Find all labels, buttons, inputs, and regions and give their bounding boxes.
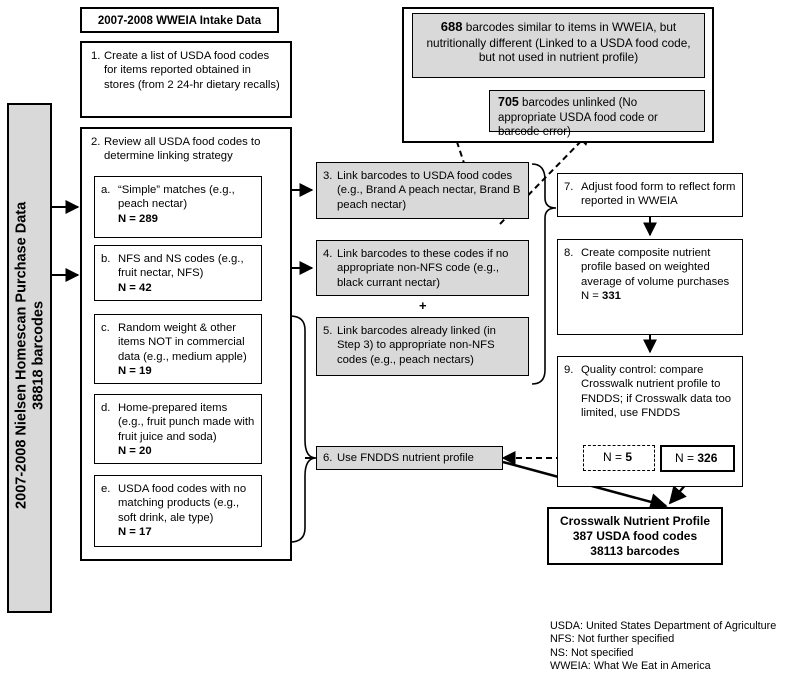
step2-number: 2. (91, 136, 101, 148)
step3-number: 3. (323, 170, 333, 182)
step3-text: Link barcodes to USDA food codes (e.g., … (337, 170, 521, 211)
step8-text: Create composite nutrient profile based … (581, 247, 730, 288)
step3-box: 3. Link barcodes to USDA food codes (e.g.… (316, 162, 529, 219)
step4-text: Link barcodes to these codes if no appro… (337, 248, 509, 289)
item-d-count: N = 20 (118, 445, 152, 458)
step5-text: Link barcodes already linked (in Step 3)… (337, 325, 496, 366)
purchase-data-title: 2007-2008 Nielsen Homescan Purchase Data (13, 201, 30, 509)
item-d-letter: d. (101, 402, 111, 414)
intake-header: 2007-2008 WWEIA Intake Data (80, 7, 279, 33)
item-b-letter: b. (101, 253, 111, 265)
n326-label: N = (675, 451, 698, 465)
step7-box: 7. Adjust food form to reflect form repor… (557, 173, 743, 217)
item-b-count: N = 42 (118, 281, 152, 294)
unlinked-barcodes-box: 705 barcodes unlinked (No appropriate US… (489, 90, 705, 138)
crosswalk-result-box: Crosswalk Nutrient Profile 387 USDA food… (547, 507, 723, 565)
step1-box: 1. Create a list of USDA food codes for … (80, 41, 292, 118)
step5-number: 5. (323, 325, 333, 337)
step4-box: 4. Link barcodes to these codes if no app… (316, 240, 529, 296)
purchase-data-label: 2007-2008 Nielsen Homescan Purchase Data… (14, 115, 49, 595)
step2-item-e: e. USDA food codes with no matching produ… (94, 475, 262, 547)
unlinked-count: 705 (498, 95, 519, 109)
item-c-count: N = 19 (118, 365, 152, 378)
legend-nfs: NFS: Not further specified (550, 633, 675, 646)
step8-count: N = 331 (581, 289, 736, 303)
step6-number: 6. (323, 452, 333, 464)
step4-number: 4. (323, 248, 333, 260)
legend-ns: NS: Not specified (550, 646, 634, 659)
item-a-text: “Simple” matches (e.g., peach nectar) (118, 184, 235, 211)
purchase-data-box: 2007-2008 Nielsen Homescan Purchase Data… (7, 103, 52, 613)
step2-item-a: a.“Simple” matches (e.g., peach nectar) … (94, 176, 262, 238)
plus-sign: + (419, 298, 427, 313)
step6-box: 6. Use FNDDS nutrient profile (316, 446, 503, 470)
abbreviation-legend: USDA: United States Department of Agricu… (550, 620, 776, 674)
step2-item-c: c. Random weight & other items NOT in com… (94, 314, 262, 384)
similar-count: 688 (440, 19, 463, 34)
item-e-text: USDA food codes with no matching product… (118, 483, 247, 524)
item-d-text: Home-prepared items (e.g., fruit punch m… (118, 402, 255, 443)
similar-barcodes-box: 688 barcodes similar to items in WWEIA, … (412, 13, 705, 78)
step9-number: 9. (564, 364, 574, 376)
result-title: Crosswalk Nutrient Profile (559, 514, 711, 528)
item-a-count: N = 289 (118, 212, 158, 225)
purchase-data-barcodes: 38818 barcodes (31, 300, 47, 410)
legend-usda: USDA: United States Department of Agricu… (550, 620, 777, 632)
item-c-letter: c. (101, 322, 110, 334)
step7-text: Adjust food form to reflect form reporte… (581, 181, 736, 208)
step1-number: 1. (91, 50, 101, 62)
step8-count-label: N = (581, 290, 603, 303)
item-a-letter: a. (101, 184, 111, 196)
result-codes: 387 USDA food codes (572, 529, 698, 544)
item-e-count: N = 17 (118, 526, 152, 539)
step8-box: 8. Create composite nutrient profile base… (557, 239, 743, 335)
step1-text: Create a list of USDA food codes for ite… (104, 50, 280, 91)
item-e-letter: e. (101, 483, 111, 495)
n326-value: 326 (697, 451, 718, 465)
step8-count-value: 331 (602, 290, 621, 303)
legend-wweia: WWEIA: What We Eat in America (550, 660, 711, 673)
step6-text: Use FNDDS nutrient profile (337, 452, 474, 464)
item-c-text: Random weight & other items NOT in comme… (118, 322, 247, 363)
step2-item-b: b. NFS and NS codes (e.g., fruit nectar, … (94, 245, 262, 301)
brace-cde (289, 315, 317, 543)
step2-text: Review all USDA food codes to determine … (104, 136, 261, 163)
similar-text: barcodes similar to items in WWEIA, but … (426, 20, 691, 65)
brace-steps-3-5 (531, 163, 557, 385)
step5-box: 5. Link barcodes already linked (in Step … (316, 317, 529, 376)
step7-number: 7. (564, 181, 574, 193)
intake-header-text: 2007-2008 WWEIA Intake Data (97, 15, 262, 27)
n326-box: N = 326 (660, 445, 735, 472)
n5-box: N = 5 (583, 445, 655, 471)
n5-label: N = (603, 450, 626, 464)
step2-item-d: d. Home-prepared items (e.g., fruit punch… (94, 394, 262, 464)
unlinked-text: barcodes unlinked (No appropriate USDA f… (498, 97, 658, 139)
step9-text: Quality control: compare Crosswalk nutri… (581, 364, 732, 420)
n5-value: 5 (625, 450, 633, 464)
item-b-text: NFS and NS codes (e.g., fruit nectar, NF… (118, 253, 244, 280)
result-barcodes: 38113 barcodes (590, 544, 680, 559)
step8-number: 8. (564, 247, 574, 259)
